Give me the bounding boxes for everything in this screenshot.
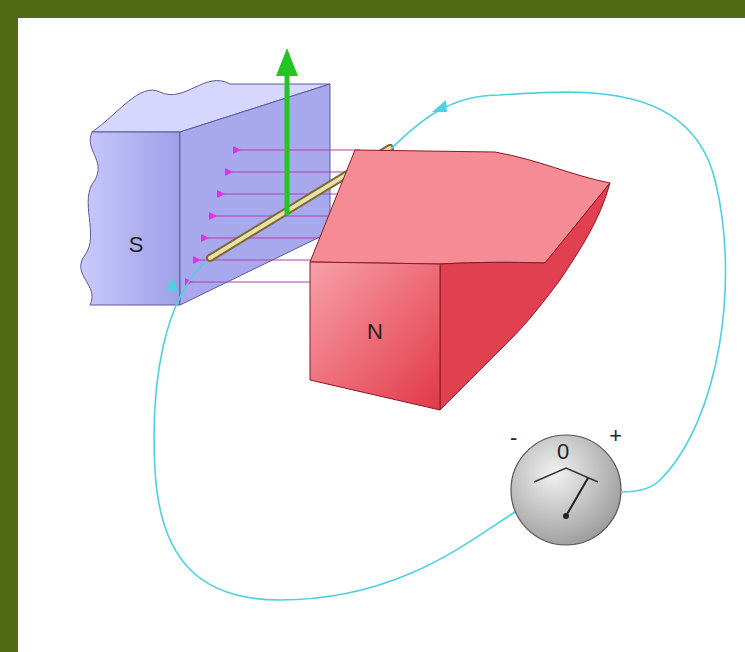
- frame-left: [0, 0, 18, 652]
- circuit-wire: [154, 262, 515, 600]
- needle-pivot: [563, 513, 569, 519]
- field-line: [224, 193, 344, 194]
- magnet-face: [81, 132, 180, 305]
- meter-scale-arc: [534, 468, 598, 482]
- magnet-side: [440, 183, 610, 410]
- current-arrowhead: [432, 100, 447, 112]
- meter-scale-mark: -: [510, 426, 517, 450]
- circuit-wire: [390, 92, 726, 492]
- meter-scale-mark: +: [609, 424, 622, 448]
- field-line: [192, 281, 312, 282]
- field-line: [208, 237, 328, 238]
- field-line: [240, 149, 360, 150]
- motion-arrow: [285, 74, 290, 215]
- frame-top: [0, 0, 745, 18]
- meter-scale-mark: 0: [557, 440, 569, 464]
- galvanometer: -0+: [510, 434, 622, 546]
- south-magnet: [81, 81, 330, 305]
- pole-letter: S: [129, 233, 144, 257]
- current-arrowhead: [166, 277, 178, 292]
- meter-dial: [511, 435, 621, 545]
- north-magnet: [310, 150, 610, 410]
- magnet-pole-label-box: N: [320, 295, 430, 370]
- magnet-face: [310, 262, 440, 410]
- field-line: [200, 259, 320, 260]
- magnet-pole-label-box: S: [96, 215, 176, 275]
- field-line: [232, 171, 352, 172]
- meter-needle: [566, 478, 588, 516]
- motion-arrowhead: [276, 48, 298, 76]
- pole-letter: N: [367, 320, 383, 344]
